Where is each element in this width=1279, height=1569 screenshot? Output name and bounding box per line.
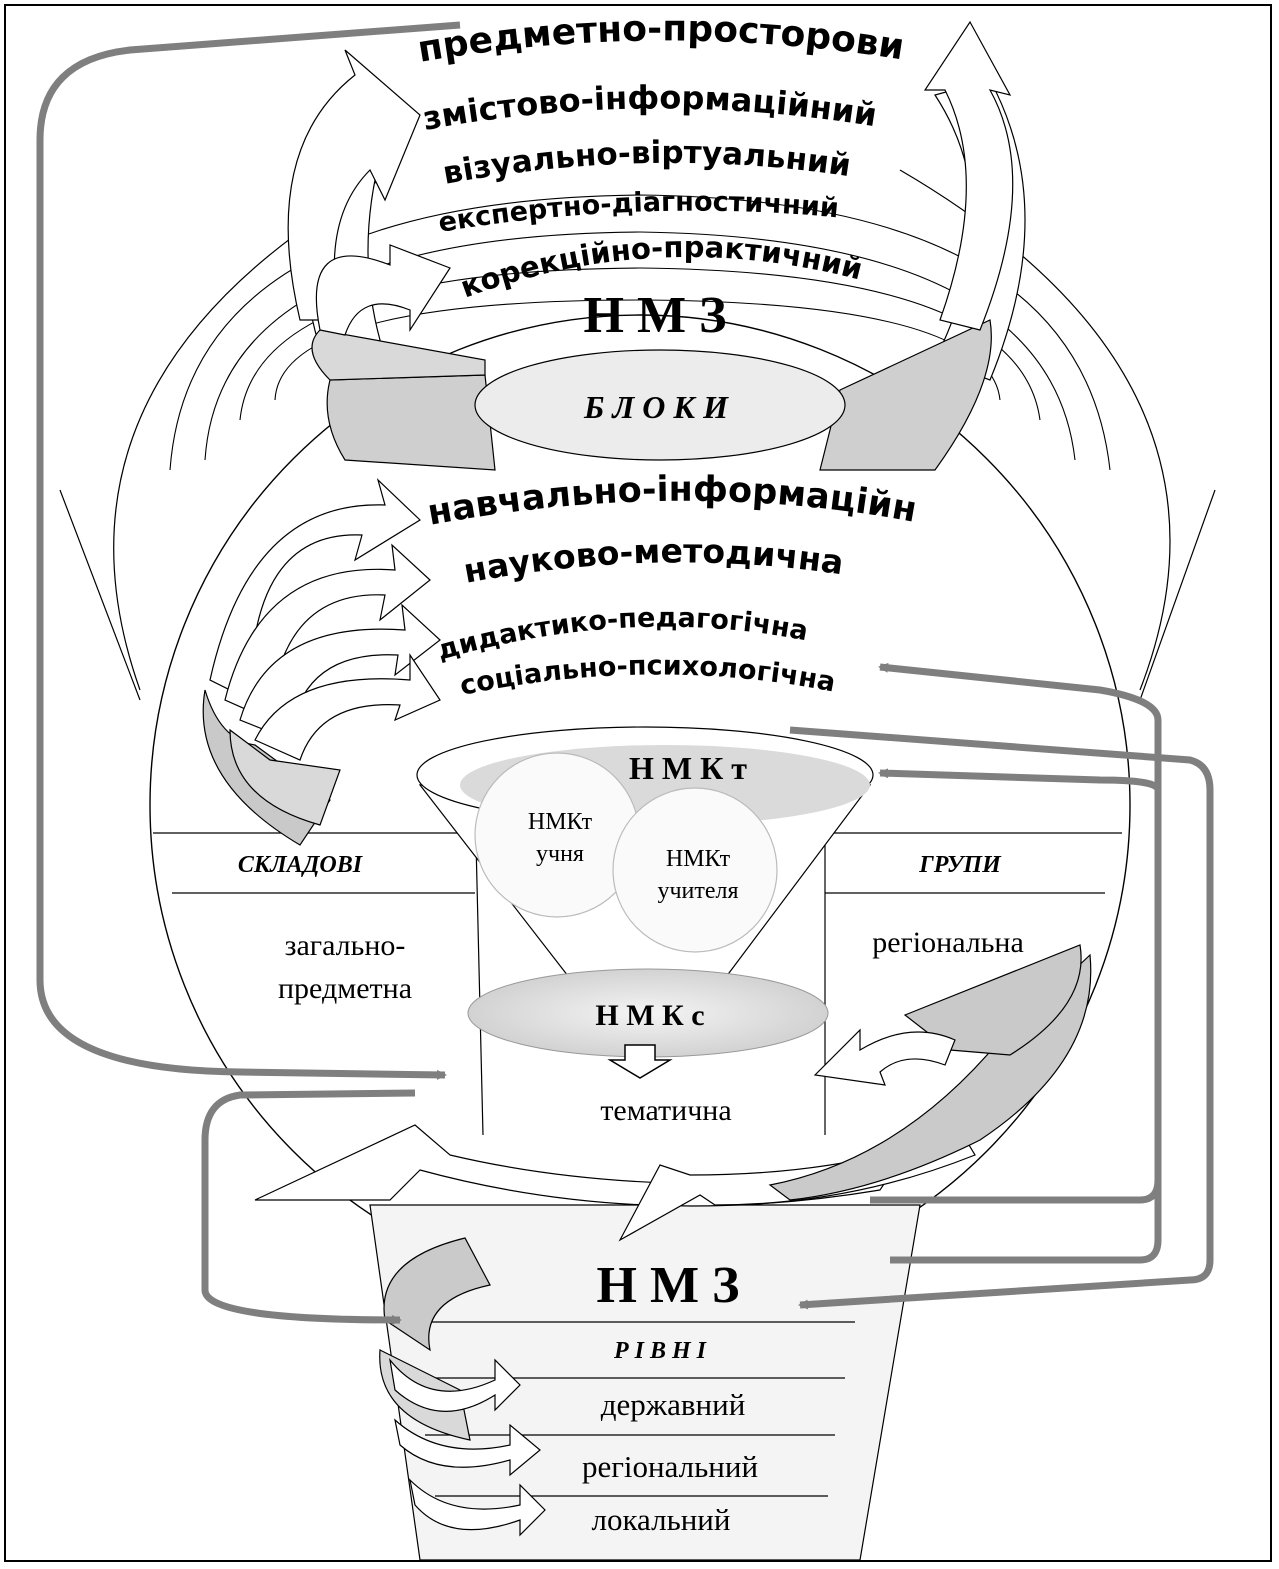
blocks-label: Б Л О К И [583, 389, 729, 425]
blocks-ellipse [474, 349, 846, 461]
levels-title: Н М З [597, 1257, 740, 1314]
nmkt-label: Н М К т [629, 750, 747, 786]
circle-teacher [612, 787, 778, 953]
thematic-label: тематична [600, 1094, 731, 1127]
bottom-right-grey-band [768, 953, 1092, 1201]
bottom-right-arrow-small [813, 1028, 956, 1086]
middle-left-arrows [202, 478, 441, 846]
blocks-title: Н М З [584, 287, 727, 344]
level-item-3: локальний [592, 1502, 731, 1537]
circle-student-line1: НМКт [528, 809, 593, 835]
block-item-1: предметно-просторовий [0, 0, 907, 71]
top-ring-band-right [819, 319, 992, 471]
connector-right-2 [878, 768, 1162, 1264]
connector-arrows [36, 21, 1214, 1325]
left-item-line1: загально- [285, 929, 406, 962]
groups-header: ГРУПИ [918, 852, 1002, 878]
components-header: СКЛАДОВІ [238, 852, 364, 878]
nmkc-label: Н М К с [595, 999, 704, 1032]
connector-bottom-left [201, 1089, 416, 1325]
diagram-frame [4, 4, 1272, 1562]
block-item-3: візуально-віртуальний [440, 135, 853, 192]
level-item-2: регіональний [582, 1449, 758, 1484]
connector-right-1 [870, 662, 1162, 1204]
connector-top-left [36, 21, 461, 1080]
block-item-2: змістово-інформаційний [420, 78, 880, 137]
block-item-4: експертно-діагностичний [436, 187, 840, 239]
right-item: регіональна [872, 926, 1024, 959]
circle-teacher-line1: НМКт [666, 846, 731, 872]
down-arrow-icon [607, 1044, 673, 1079]
left-item-line2: предметна [278, 972, 412, 1005]
top-ring-band-left [326, 374, 496, 471]
circle-student [474, 752, 640, 918]
circle-student-line2: учня [536, 841, 584, 867]
level-item-1: державний [601, 1387, 746, 1422]
top-right-arrows [923, 20, 1014, 331]
levels-left-arrows [379, 1237, 546, 1537]
levels-label: Р І В Н І [613, 1338, 708, 1364]
outer-right-line [1139, 489, 1216, 701]
top-left-arrows [287, 49, 451, 336]
circle-teacher-line2: учителя [657, 878, 738, 904]
outer-left-line [59, 489, 141, 701]
connector-right-3 [789, 726, 1214, 1310]
